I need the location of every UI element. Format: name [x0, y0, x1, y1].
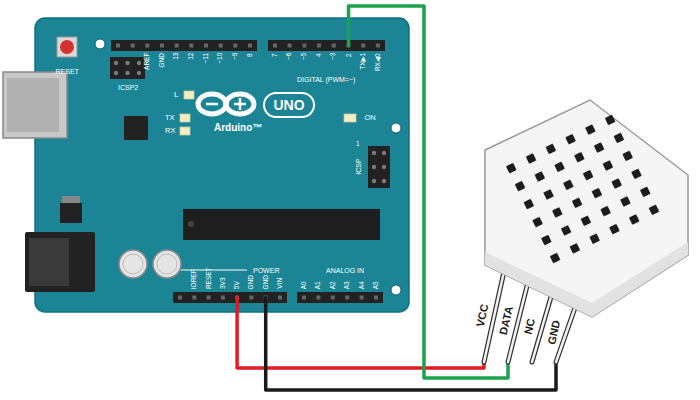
pin-label: VIN [277, 278, 284, 289]
sensor-pin-label: VCC [474, 303, 490, 328]
pin-label: 13 [174, 53, 181, 60]
status-leds [180, 91, 356, 135]
pin-label: ~5 [301, 53, 308, 60]
power-analog-header [173, 270, 383, 303]
model-name: UNO [274, 98, 305, 112]
pin-label: GND [263, 275, 270, 289]
pin-label: ~6 [287, 53, 294, 60]
pin-label: ~3 [331, 53, 338, 60]
pin-label: A5 [373, 281, 380, 289]
arduino-logo [198, 93, 314, 117]
pin-label: 8 [247, 53, 254, 57]
pin-label: A1 [315, 281, 322, 289]
pin-label: A2 [330, 281, 337, 289]
header-label: DIGITAL (PWM=~) [297, 76, 355, 83]
pin-label: A0 [301, 281, 308, 289]
microcontroller-chip [183, 209, 380, 240]
reset-button [57, 37, 77, 57]
pin-label: RX◀0 [374, 53, 381, 71]
usb-chip [124, 116, 148, 140]
pin-label: 2 [345, 53, 352, 57]
header-label: ICSP2 [118, 84, 138, 91]
header-label: POWER [253, 267, 279, 274]
voltage-regulator [60, 196, 82, 223]
pin-label: AREF [144, 53, 151, 70]
brand-name: Arduino™ [214, 123, 262, 133]
capacitors [119, 250, 181, 278]
sensor-pin-label: GND [546, 320, 562, 346]
pin-label: 7 [272, 53, 279, 57]
pin-label: IOREF [191, 269, 198, 289]
jumper-wire [237, 312, 484, 368]
led-label: TX [165, 114, 175, 122]
pin-label: TX▶1 [360, 53, 367, 70]
sensor-housing [485, 100, 688, 317]
sensor-pin-label: DATA [498, 305, 515, 336]
pin-label: 5V [234, 281, 241, 289]
header-label: ICSP [355, 158, 362, 174]
pin-label: ~11 [203, 53, 210, 64]
digital-header [111, 40, 385, 51]
icsp-header [368, 146, 390, 188]
mounting-holes [95, 39, 401, 295]
pin-label: 4 [316, 53, 323, 57]
pin-label: GND [248, 275, 255, 289]
led-label: L [174, 91, 178, 99]
pin-label: A3 [344, 281, 351, 289]
header-label: ANALOG IN [326, 267, 364, 274]
pin-label: 3V3 [219, 277, 226, 289]
usb-port [3, 72, 67, 138]
pin-label: 12 [188, 53, 195, 60]
pin-number: 1 [356, 141, 360, 148]
power-jack [25, 232, 95, 292]
pin-label: ~10 [217, 53, 224, 64]
icsp2-header [110, 57, 145, 79]
arduino-board: RESETICSP2AREFGND1312~11~10~987~6~54~32T… [35, 18, 409, 312]
sensor-pin-label: NC [523, 318, 537, 336]
dht-sensor: VCC DATA NC GND [462, 92, 692, 362]
sensor-vents [497, 106, 668, 272]
pin-label: RESET [205, 267, 212, 289]
pin-label: ~9 [232, 53, 239, 60]
led-label: RX [165, 127, 175, 135]
button-label: RESET [56, 68, 79, 75]
pin-label: GND [159, 53, 166, 67]
dht-sensor-body [462, 92, 692, 362]
led-label: ON [365, 114, 376, 122]
pin-label: A4 [358, 281, 365, 289]
